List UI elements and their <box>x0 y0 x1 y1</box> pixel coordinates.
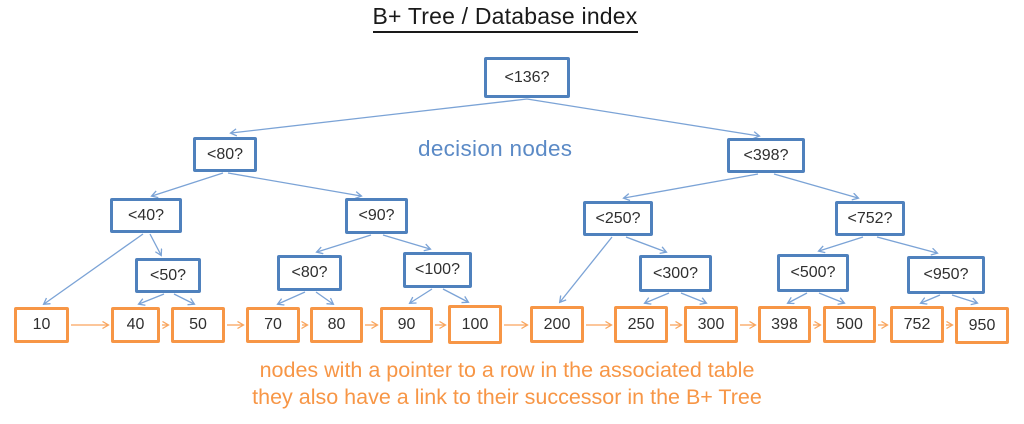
slide-title: B+ Tree / Database index <box>0 3 1010 33</box>
tree-edge-7 <box>173 293 194 304</box>
leaf-note-line-1: nodes with a pointer to a row in the ass… <box>259 358 755 382</box>
tree-edge-13 <box>442 288 468 302</box>
decision-node-100: <100? <box>403 252 472 288</box>
tree-edge-0 <box>231 98 528 133</box>
tree-edge-15 <box>773 173 858 198</box>
tree-edge-8 <box>317 234 372 252</box>
leaf-node-40: 40 <box>111 307 160 343</box>
decision-node-398: <398? <box>727 138 805 173</box>
tree-edge-10 <box>278 291 306 304</box>
leaf-node-500: 500 <box>823 306 876 343</box>
tree-edge-21 <box>876 236 937 253</box>
tree-edge-11 <box>315 291 333 304</box>
leaf-node-50: 50 <box>171 307 225 343</box>
tree-edge-18 <box>645 292 670 303</box>
leaf-note: nodes with a pointer to a row in the ass… <box>0 357 1014 410</box>
leaf-node-70: 70 <box>246 307 300 343</box>
tree-edge-2 <box>152 172 224 196</box>
decision-node-500: <500? <box>777 254 849 292</box>
tree-edge-14 <box>624 173 759 198</box>
tree-edge-20 <box>819 236 864 251</box>
tree-edge-6 <box>139 293 165 304</box>
leaf-node-250: 250 <box>614 306 668 343</box>
decision-nodes-label: decision nodes <box>418 136 573 161</box>
leaf-node-90: 90 <box>380 307 433 343</box>
tree-edge-5 <box>149 233 161 255</box>
tree-edge-4 <box>44 233 144 304</box>
tree-edge-22 <box>788 292 808 303</box>
decision-node-136: <136? <box>484 57 570 98</box>
tree-edge-3 <box>227 172 361 196</box>
tree-edge-12 <box>410 288 433 303</box>
decision-node-950: <950? <box>907 256 985 294</box>
tree-edge-24 <box>921 294 941 303</box>
leaf-node-80: 80 <box>310 307 363 343</box>
tree-edge-17 <box>625 236 666 252</box>
tree-edge-16 <box>560 236 613 302</box>
decision-node-300: <300? <box>639 255 712 292</box>
decision-node-40: <40? <box>110 198 182 233</box>
leaf-node-950: 950 <box>955 307 1009 344</box>
leaf-node-10: 10 <box>14 307 69 343</box>
leaf-node-752: 752 <box>890 306 944 343</box>
leaf-node-200: 200 <box>530 306 584 343</box>
tree-edge-19 <box>680 292 706 303</box>
tree-edge-9 <box>382 234 430 249</box>
leaf-node-398: 398 <box>758 306 811 343</box>
tree-edge-25 <box>951 294 977 303</box>
tree-edge-1 <box>526 98 759 136</box>
decision-node-80: <80? <box>193 137 257 172</box>
decision-node-80: <80? <box>277 255 342 291</box>
leaf-node-300: 300 <box>684 306 738 343</box>
decision-node-752: <752? <box>835 201 905 236</box>
slide-title-text: B+ Tree / Database index <box>372 3 638 33</box>
decision-node-250: <250? <box>583 201 653 236</box>
decision-node-90: <90? <box>345 198 408 234</box>
leaf-note-line-2: they also have a link to their successor… <box>252 384 762 409</box>
decision-node-50: <50? <box>135 258 201 293</box>
leaf-node-100: 100 <box>448 305 502 344</box>
tree-edge-23 <box>818 292 844 303</box>
